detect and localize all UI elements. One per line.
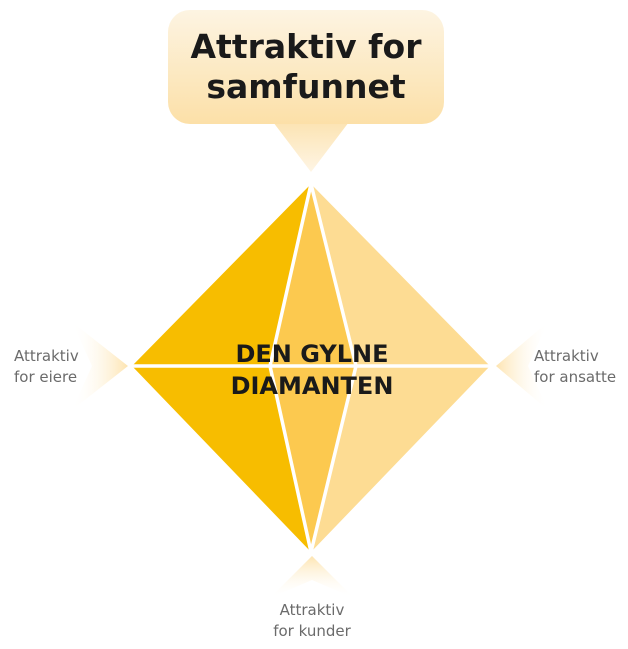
top-callout-line1: Attraktiv for <box>190 27 422 66</box>
top-callout-line2: samfunnet <box>206 67 406 106</box>
left-label-line2: for eiere <box>14 368 78 386</box>
left-arrow-shape <box>72 322 128 410</box>
bottom-arrow-shape <box>270 556 354 598</box>
bottom-label-line2: for kunder <box>273 622 351 640</box>
left-label: Attraktiv for eiere <box>14 346 79 388</box>
bottom-label: Attraktiv for kunder <box>262 600 362 642</box>
right-arrow-shape <box>496 322 548 410</box>
right-label-line1: Attraktiv <box>534 347 599 365</box>
left-label-line1: Attraktiv <box>14 347 79 365</box>
diamond-title-line1: DEN GYLNE <box>235 340 389 368</box>
top-callout-pointer <box>270 118 352 172</box>
right-label-line2: for ansatte <box>534 368 617 386</box>
diamond-title-line2: DIAMANTEN <box>230 372 394 400</box>
right-label: Attraktiv for ansatte <box>534 346 616 388</box>
diamond-right-facet <box>311 184 490 552</box>
diamond-left-facet <box>132 184 311 552</box>
diamond-title: DEN GYLNE DIAMANTEN <box>190 338 434 402</box>
top-callout-box: Attraktiv for samfunnet <box>168 10 444 124</box>
bottom-label-line1: Attraktiv <box>279 601 345 619</box>
